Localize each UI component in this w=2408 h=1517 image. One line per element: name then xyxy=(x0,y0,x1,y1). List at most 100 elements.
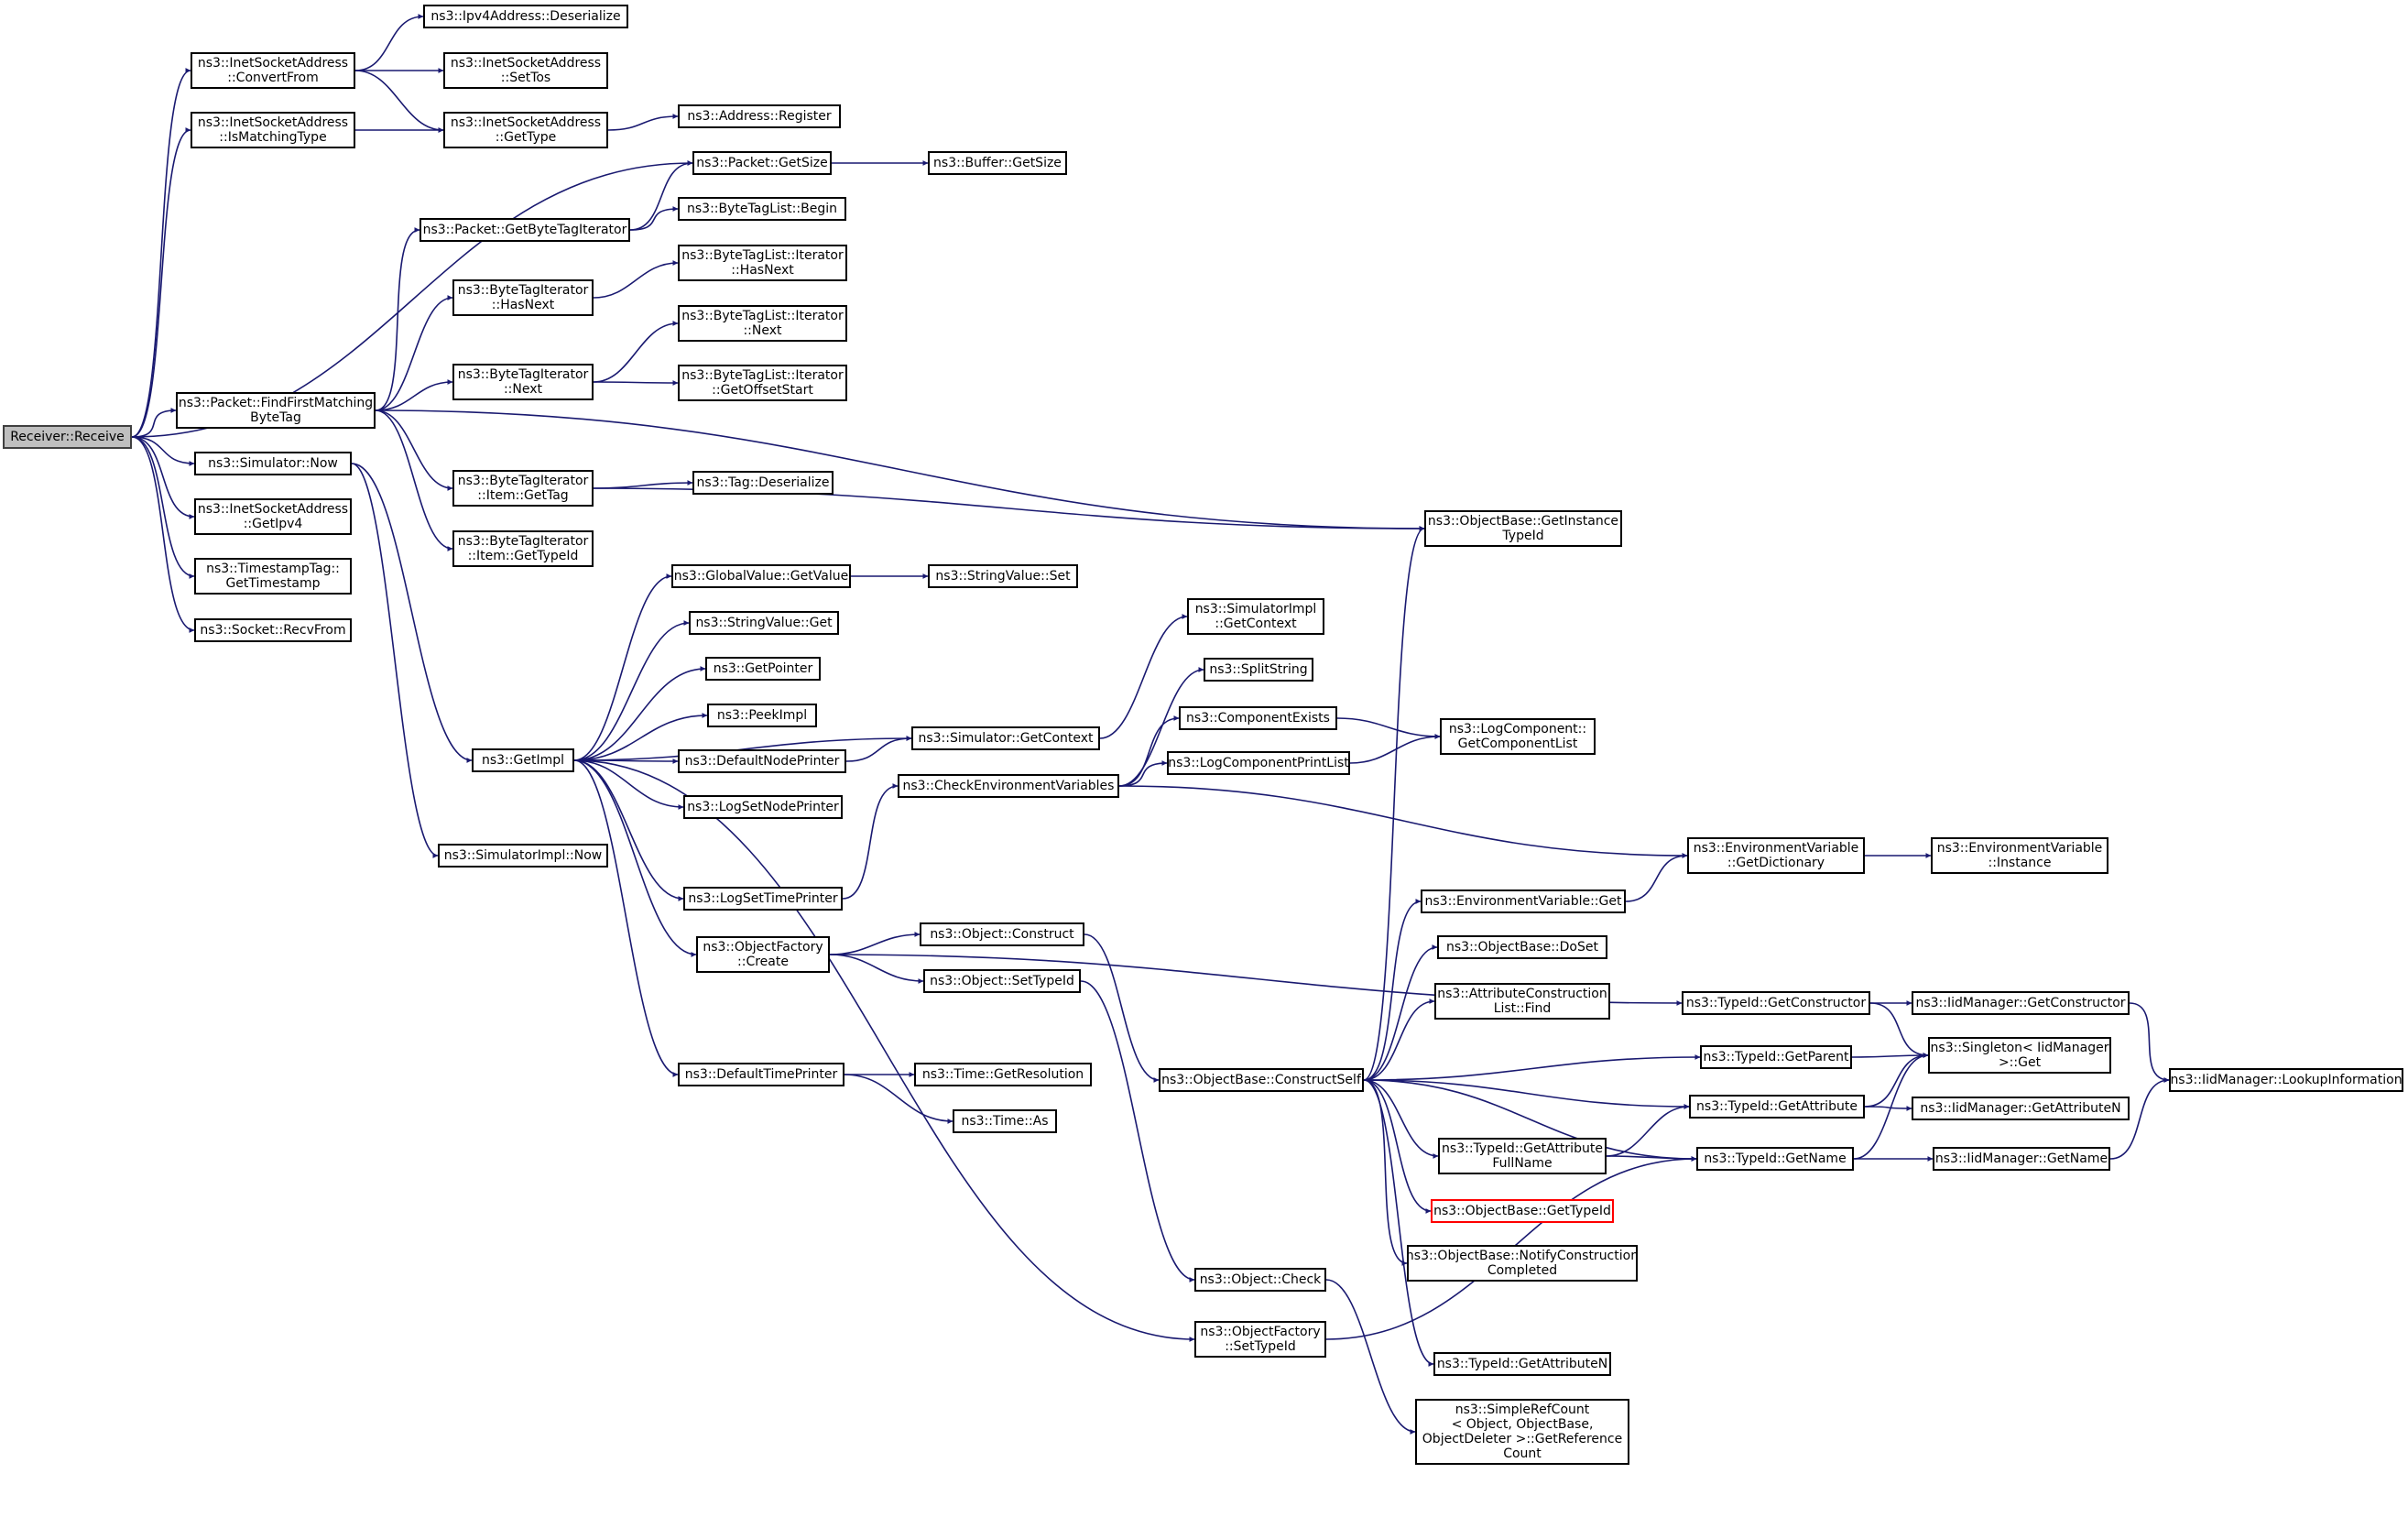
node-label-line: ns3::Singleton< IidManager xyxy=(1930,1041,2109,1055)
node-label-line: ::IsMatchingType xyxy=(219,130,327,145)
node-get-pointer[interactable]: ns3::GetPointer xyxy=(705,657,821,681)
call-edge xyxy=(573,573,672,761)
node-environment-variable-instance[interactable]: ns3::EnvironmentVariable::Instance xyxy=(1931,837,2108,874)
node-packet-get-byte-tag-iterator[interactable]: ns3::Packet::GetByteTagIterator xyxy=(419,218,630,242)
node-component-exists[interactable]: ns3::ComponentExists xyxy=(1179,706,1337,730)
node-packet-get-size[interactable]: ns3::Packet::GetSize xyxy=(692,151,832,175)
node-label-line: ns3::LogSetNodePrinter xyxy=(687,800,839,814)
node-log-set-time-printer[interactable]: ns3::LogSetTimePrinter xyxy=(683,887,843,911)
node-environment-variable-get-dictionary[interactable]: ns3::EnvironmentVariable::GetDictionary xyxy=(1687,837,1865,874)
node-inet-socket-address-get-type[interactable]: ns3::InetSocketAddress::GetType xyxy=(443,112,608,148)
node-label-line: GetComponentList xyxy=(1457,737,1578,751)
node-inet-socket-address-convert-from[interactable]: ns3::InetSocketAddress::ConvertFrom xyxy=(191,52,355,89)
node-iid-manager-get-attribute-n[interactable]: ns3::IidManager::GetAttributeN xyxy=(1912,1097,2130,1120)
node-type-id-get-name[interactable]: ns3::TypeId::GetName xyxy=(1696,1147,1854,1171)
node-object-base-get-type-id[interactable]: ns3::ObjectBase::GetTypeId xyxy=(1431,1199,1614,1223)
call-edge xyxy=(1118,715,1180,787)
node-singleton-iid-manager-get[interactable]: ns3::Singleton< IidManager >::Get xyxy=(1928,1037,2111,1074)
node-simulator-impl-get-context[interactable]: ns3::SimulatorImpl::GetContext xyxy=(1187,598,1324,635)
node-byte-tag-iterator-next[interactable]: ns3::ByteTagIterator::Next xyxy=(452,364,594,400)
node-check-environment-variables[interactable]: ns3::CheckEnvironmentVariables xyxy=(898,774,1119,798)
node-label-line: ns3::EnvironmentVariable xyxy=(1936,841,2103,856)
node-simulator-get-context[interactable]: ns3::Simulator::GetContext xyxy=(911,726,1100,750)
node-byte-tag-list-iterator-get-offset-start[interactable]: ns3::ByteTagList::Iterator::GetOffsetSta… xyxy=(678,365,847,401)
node-byte-tag-list-begin[interactable]: ns3::ByteTagList::Begin xyxy=(678,197,846,221)
call-edge xyxy=(607,114,679,131)
call-edge xyxy=(593,260,679,299)
call-edge xyxy=(1853,1053,1929,1160)
node-timestamp-tag-get-timestamp[interactable]: ns3::TimestampTag::GetTimestamp xyxy=(194,558,352,595)
node-iid-manager-get-constructor[interactable]: ns3::IidManager::GetConstructor xyxy=(1912,991,2130,1015)
call-edge xyxy=(845,736,912,762)
node-tag-deserialize[interactable]: ns3::Tag::Deserialize xyxy=(692,471,834,495)
call-edge xyxy=(1080,980,1195,1282)
node-inet-socket-address-get-ipv4[interactable]: ns3::InetSocketAddress::GetIpv4 xyxy=(194,498,352,535)
call-edge xyxy=(593,321,679,383)
node-address-register[interactable]: ns3::Address::Register xyxy=(678,104,841,128)
node-peek-impl[interactable]: ns3::PeekImpl xyxy=(707,704,817,727)
call-edge xyxy=(375,409,453,551)
node-label-line: ns3::TypeId::GetParent xyxy=(1703,1050,1849,1064)
call-edge xyxy=(131,408,177,438)
node-inet-socket-address-is-matching-type[interactable]: ns3::InetSocketAddress::IsMatchingType xyxy=(191,112,355,148)
node-default-time-printer[interactable]: ns3::DefaultTimePrinter xyxy=(678,1063,844,1086)
node-string-value-get[interactable]: ns3::StringValue::Get xyxy=(689,611,839,635)
node-split-string[interactable]: ns3::SplitString xyxy=(1204,658,1313,682)
node-inet-socket-address-set-tos[interactable]: ns3::InetSocketAddress::SetTos xyxy=(443,52,608,89)
node-byte-tag-iterator-item-get-type-id[interactable]: ns3::ByteTagIterator::Item::GetTypeId xyxy=(452,530,594,567)
call-edge xyxy=(131,436,195,519)
node-label-line: GetTimestamp xyxy=(225,576,321,591)
node-iid-manager-get-name[interactable]: ns3::IidManager::GetName xyxy=(1933,1147,2110,1171)
node-type-id-get-constructor[interactable]: ns3::TypeId::GetConstructor xyxy=(1682,991,1870,1015)
node-label-line: ns3::AttributeConstruction xyxy=(1437,987,1607,1001)
node-object-check[interactable]: ns3::Object::Check xyxy=(1194,1268,1326,1292)
node-byte-tag-iterator-has-next[interactable]: ns3::ByteTagIterator::HasNext xyxy=(452,279,594,316)
node-type-id-get-parent[interactable]: ns3::TypeId::GetParent xyxy=(1700,1045,1852,1069)
node-environment-variable-get[interactable]: ns3::EnvironmentVariable::Get xyxy=(1421,889,1626,913)
node-simulator-now[interactable]: ns3::Simulator::Now xyxy=(194,452,352,475)
node-label-line: ns3::TypeId::GetName xyxy=(1704,1151,1847,1166)
node-label-line: ns3::ByteTagList::Begin xyxy=(687,202,837,216)
node-label-line: ns3::TypeId::GetConstructor xyxy=(1685,996,1867,1010)
node-label-line: ns3::Object::SetTypeId xyxy=(930,974,1074,988)
node-log-set-node-printer[interactable]: ns3::LogSetNodePrinter xyxy=(683,795,843,819)
node-label-line: ::SetTypeId xyxy=(1225,1339,1296,1354)
call-edge xyxy=(354,70,444,133)
call-edge xyxy=(2109,1077,2170,1160)
node-type-id-get-attribute[interactable]: ns3::TypeId::GetAttribute xyxy=(1689,1095,1865,1119)
node-object-construct[interactable]: ns3::Object::Construct xyxy=(920,922,1084,946)
node-simulator-impl-now[interactable]: ns3::SimulatorImpl::Now xyxy=(438,844,608,868)
call-edge xyxy=(131,68,191,438)
node-iid-manager-lookup-information[interactable]: ns3::IidManager::LookupInformation xyxy=(2169,1068,2403,1092)
node-ipv4-address-deserialize[interactable]: ns3::Ipv4Address::Deserialize xyxy=(423,5,628,28)
node-label-line: List::Find xyxy=(1493,1001,1552,1016)
node-log-component-print-list[interactable]: ns3::LogComponentPrintList xyxy=(1167,751,1350,775)
node-byte-tag-iterator-item-get-tag[interactable]: ns3::ByteTagIterator::Item::GetTag xyxy=(452,470,594,507)
node-byte-tag-list-iterator-next[interactable]: ns3::ByteTagList::Iterator::Next xyxy=(678,305,847,342)
node-object-factory-create[interactable]: ns3::ObjectFactory::Create xyxy=(696,936,830,973)
node-byte-tag-list-iterator-has-next[interactable]: ns3::ByteTagList::Iterator::HasNext xyxy=(678,245,847,281)
node-buffer-get-size[interactable]: ns3::Buffer::GetSize xyxy=(928,151,1067,175)
node-object-set-type-id[interactable]: ns3::Object::SetTypeId xyxy=(923,969,1081,993)
node-object-base-construct-self[interactable]: ns3::ObjectBase::ConstructSelf xyxy=(1159,1068,1364,1092)
node-default-node-printer[interactable]: ns3::DefaultNodePrinter xyxy=(678,749,846,773)
node-global-value-get-value[interactable]: ns3::GlobalValue::GetValue xyxy=(671,564,851,588)
node-simple-ref-count-get-reference-count[interactable]: ns3::SimpleRefCount< Object, ObjectBase,… xyxy=(1415,1399,1629,1465)
node-object-factory-set-type-id[interactable]: ns3::ObjectFactory::SetTypeId xyxy=(1194,1321,1326,1358)
node-type-id-get-attribute-n[interactable]: ns3::TypeId::GetAttributeN xyxy=(1433,1352,1611,1376)
node-string-value-set[interactable]: ns3::StringValue::Set xyxy=(928,564,1078,588)
call-edge xyxy=(629,160,693,231)
call-edge xyxy=(1869,1002,1929,1058)
node-time-get-resolution[interactable]: ns3::Time::GetResolution xyxy=(914,1063,1092,1086)
node-get-impl[interactable]: ns3::GetImpl xyxy=(472,748,574,772)
node-log-component-get-component-list[interactable]: ns3::LogComponent::GetComponentList xyxy=(1440,718,1596,755)
node-object-base-do-set[interactable]: ns3::ObjectBase::DoSet xyxy=(1437,935,1607,959)
node-socket-recv-from[interactable]: ns3::Socket::RecvFrom xyxy=(194,618,352,642)
node-time-as[interactable]: ns3::Time::As xyxy=(953,1109,1057,1133)
